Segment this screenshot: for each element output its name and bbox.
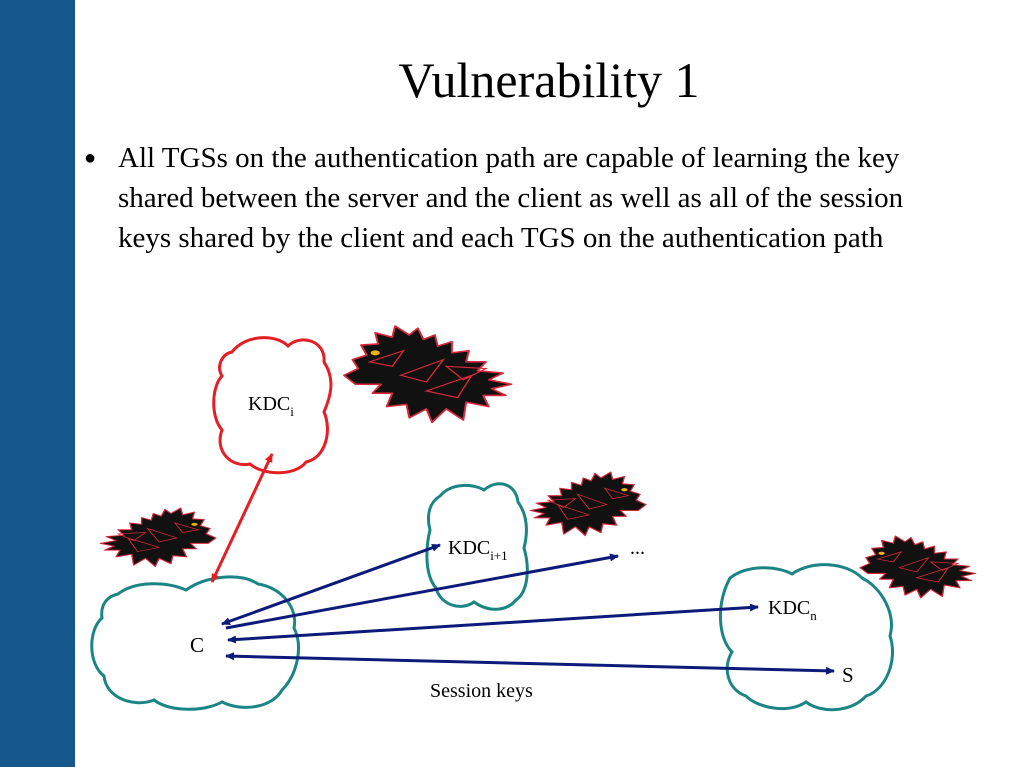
kdc-i-label: KDCi <box>248 393 294 419</box>
kdc-i-cloud <box>212 336 333 475</box>
kdc-i-to-client-arrow <box>210 453 274 583</box>
client-to-ellipsis-arrow <box>225 553 619 630</box>
kdc-n-label: KDCn <box>768 597 817 623</box>
kdc-i1-label-base: KDC <box>448 537 490 559</box>
client-to-kdc-n-arrow <box>227 603 759 644</box>
kdc-i1-label-sub: i+1 <box>490 548 507 563</box>
ellipsis-label: ... <box>630 537 645 559</box>
wolf-icon <box>343 325 513 424</box>
kdc-i-label-sub: i <box>290 404 294 419</box>
kdc-n-cloud <box>719 563 894 712</box>
server-label: S <box>842 663 854 687</box>
client-to-server-arrow <box>225 652 835 675</box>
kdc-i1-label: KDCi+1 <box>448 537 508 563</box>
sidebar-fill <box>0 0 75 767</box>
bullet-text: All TGSs on the authentication path are … <box>118 142 904 254</box>
sidebar-bar <box>0 0 75 767</box>
slide-title: Vulnerability 1 <box>398 52 700 108</box>
wolf-icon <box>529 471 647 537</box>
bullet-item: ● All TGSs on the authentication path ar… <box>84 138 944 258</box>
kdc-n-label-sub: n <box>810 608 817 623</box>
bullet-list: ● All TGSs on the authentication path ar… <box>84 138 944 258</box>
kdc-n-label-base: KDC <box>768 597 810 619</box>
client-label: C <box>190 633 204 657</box>
bullet-dot-icon: ● <box>84 147 97 169</box>
kdc-i-label-base: KDC <box>248 393 290 415</box>
session-keys-caption: Session keys <box>430 680 533 702</box>
wolf-icon <box>99 507 217 568</box>
